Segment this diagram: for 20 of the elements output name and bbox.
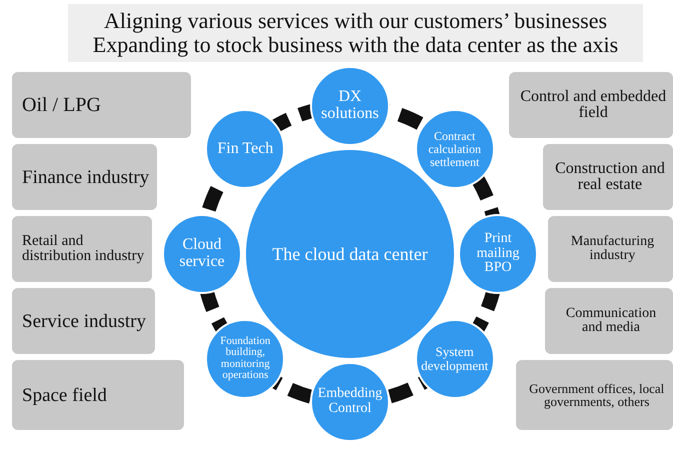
service-circle: DX solutions <box>310 66 390 146</box>
heading-text: Aligning various services with our customers’ businesses <box>104 8 608 33</box>
service-circle: Foundation building, monitoring operations <box>205 318 286 399</box>
industry-bar: Control and embedded field <box>509 72 673 138</box>
industry-bar: Communication and media <box>544 288 673 354</box>
industry-bar: Government offices, local governments, others <box>516 360 673 430</box>
service-circle: System development <box>414 318 495 399</box>
industry-bar: Oil / LPG <box>12 72 190 138</box>
industry-bar: Manufacturing industry <box>548 216 673 282</box>
industry-bar: Retail and distribution industry <box>12 216 152 282</box>
industry-bar: Space field <box>12 360 184 430</box>
industry-bar: Finance industry <box>12 144 158 210</box>
industry-bar: Service industry <box>12 288 155 354</box>
service-circle: Embedding Control <box>310 362 390 442</box>
heading-text: Expanding to stock business with the data center as the axis <box>92 33 618 58</box>
service-circle: Cloud service <box>162 214 242 294</box>
service-circle: Print mailing BPO <box>458 214 538 294</box>
service-circle: Fin Tech <box>205 109 286 190</box>
industry-bar: Construction and real estate <box>542 144 673 210</box>
service-circle: Contract calculation settlement <box>414 109 495 190</box>
